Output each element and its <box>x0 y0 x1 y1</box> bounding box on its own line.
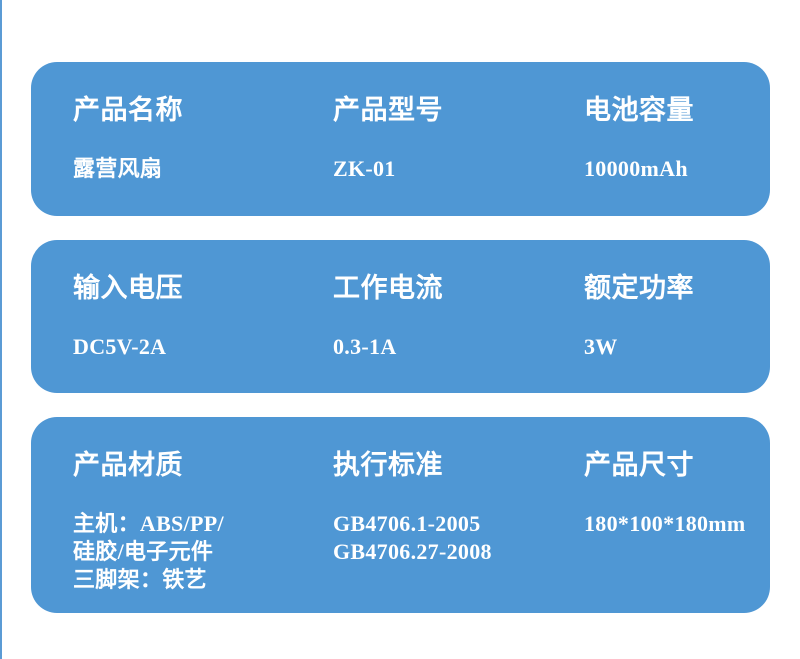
spec-column-rated-power: 额定功率 3W <box>584 275 752 393</box>
spec-value: 180*100*180mm <box>584 511 746 536</box>
spec-column-input-voltage: 输入电压 DC5V-2A <box>73 275 333 393</box>
spec-label: 工作电流 <box>333 273 443 303</box>
spec-value-line: 硅胶/电子元件 <box>73 539 214 564</box>
spec-value-line: GB4706.27-2008 <box>333 539 492 564</box>
spec-column-product-name: 产品名称 露营风扇 <box>73 97 333 216</box>
spec-value: 10000mAh <box>584 156 688 181</box>
spec-label: 电池容量 <box>584 95 694 125</box>
spec-label: 执行标准 <box>333 450 443 480</box>
spec-value: ZK-01 <box>333 156 396 181</box>
spec-value: 露营风扇 <box>73 156 163 181</box>
spec-column-battery-capacity: 电池容量 10000mAh <box>584 97 752 216</box>
spec-card-basic-info: 产品名称 露营风扇 产品型号 ZK-01 电池容量 10000mAh <box>31 62 770 216</box>
spec-column-executive-standard: 执行标准 GB4706.1-2005 GB4706.27-2008 <box>333 452 584 613</box>
spec-label: 产品型号 <box>333 95 443 125</box>
spec-column-product-size: 产品尺寸 180*100*180mm <box>584 452 752 613</box>
spec-label: 产品尺寸 <box>584 450 694 480</box>
spec-value: 0.3-1A <box>333 334 397 359</box>
spec-label: 输入电压 <box>73 273 183 303</box>
left-edge-accent-line <box>0 0 2 659</box>
spec-value-line: 主机：ABS/PP/ <box>73 511 224 536</box>
spec-label: 产品材质 <box>73 450 183 480</box>
spec-value-line: 三脚架：铁艺 <box>73 567 207 592</box>
spec-value-line: GB4706.1-2005 <box>333 511 481 536</box>
spec-card-material-info: 产品材质 主机：ABS/PP/ 硅胶/电子元件 三脚架：铁艺 执行标准 GB47… <box>31 417 770 613</box>
spec-column-product-model: 产品型号 ZK-01 <box>333 97 584 216</box>
spec-label: 额定功率 <box>584 273 694 303</box>
spec-column-working-current: 工作电流 0.3-1A <box>333 275 584 393</box>
spec-value: DC5V-2A <box>73 334 167 359</box>
spec-card-electrical-info: 输入电压 DC5V-2A 工作电流 0.3-1A 额定功率 3W <box>31 240 770 393</box>
spec-value: 3W <box>584 334 618 359</box>
spec-label: 产品名称 <box>73 95 183 125</box>
spec-column-product-material: 产品材质 主机：ABS/PP/ 硅胶/电子元件 三脚架：铁艺 <box>73 452 333 613</box>
